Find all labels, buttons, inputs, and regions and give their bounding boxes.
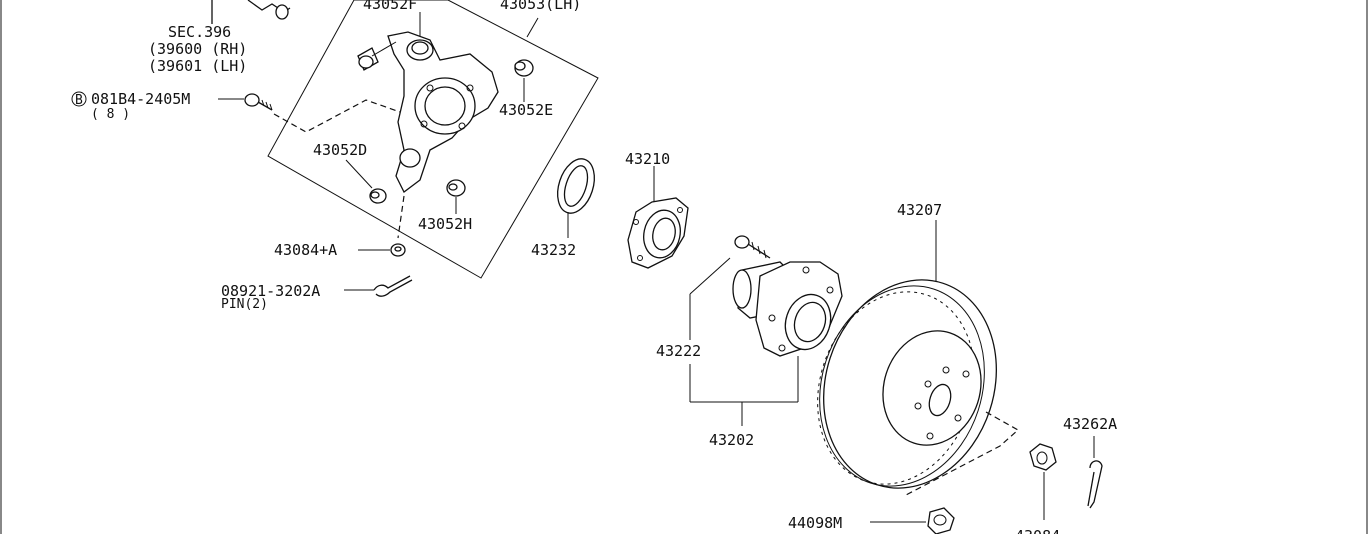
nut-43084 xyxy=(1029,443,1057,520)
bracket-43202 xyxy=(689,257,799,426)
drive-shaft-end xyxy=(211,0,291,24)
label-43222: 43222 xyxy=(656,342,701,360)
label-bolt-081B4: 081B4-2405M xyxy=(91,90,190,108)
label-43052F: 43052F xyxy=(363,0,417,13)
label-43084: 43084 xyxy=(1015,527,1060,534)
seal-43232 xyxy=(557,158,595,238)
label-43202: 43202 xyxy=(709,431,754,449)
label-pin-08921: 08921-3202A xyxy=(221,282,320,300)
cotter-pin-08921 xyxy=(344,275,413,297)
label-sec396: SEC.396 xyxy=(168,23,231,41)
bushing-43052E xyxy=(514,59,534,102)
label-43052H: 43052H xyxy=(418,215,472,233)
bushing-43052D xyxy=(345,159,387,204)
label-43210: 43210 xyxy=(625,150,670,168)
bearing-43210 xyxy=(627,166,689,269)
label-39600-rh: (39600 (RH) xyxy=(148,40,247,58)
label-43052E: 43052E xyxy=(499,101,553,119)
label-44098M: 44098M xyxy=(788,514,842,532)
screw-44098M xyxy=(870,507,955,534)
cotter-pin-43262A xyxy=(1087,436,1103,509)
label-bolt-circle: B xyxy=(75,93,83,108)
label-43053-lh: 43053(LH) xyxy=(500,0,581,13)
bushing-43052H xyxy=(446,179,466,214)
bolt-081B4: B 081B4-2405M ( 8 ) xyxy=(71,90,401,133)
label-43052D: 43052D xyxy=(313,141,367,159)
label-43262A: 43262A xyxy=(1063,415,1117,433)
nut-43084A xyxy=(358,195,406,257)
label-43084A: 43084+A xyxy=(274,241,337,259)
label-39601-lh: (39601 (LH) xyxy=(148,57,247,75)
brake-rotor-43207 xyxy=(817,220,1020,497)
label-43207: 43207 xyxy=(897,201,942,219)
bushing-43052F xyxy=(357,41,397,71)
label-43232: 43232 xyxy=(531,241,576,259)
knuckle-group-box xyxy=(267,0,599,279)
hub-43222 xyxy=(732,235,843,357)
label-bolt-qty: ( 8 ) xyxy=(91,107,130,122)
knuckle xyxy=(387,31,499,193)
label-pin-qty: PIN(2) xyxy=(221,297,268,312)
